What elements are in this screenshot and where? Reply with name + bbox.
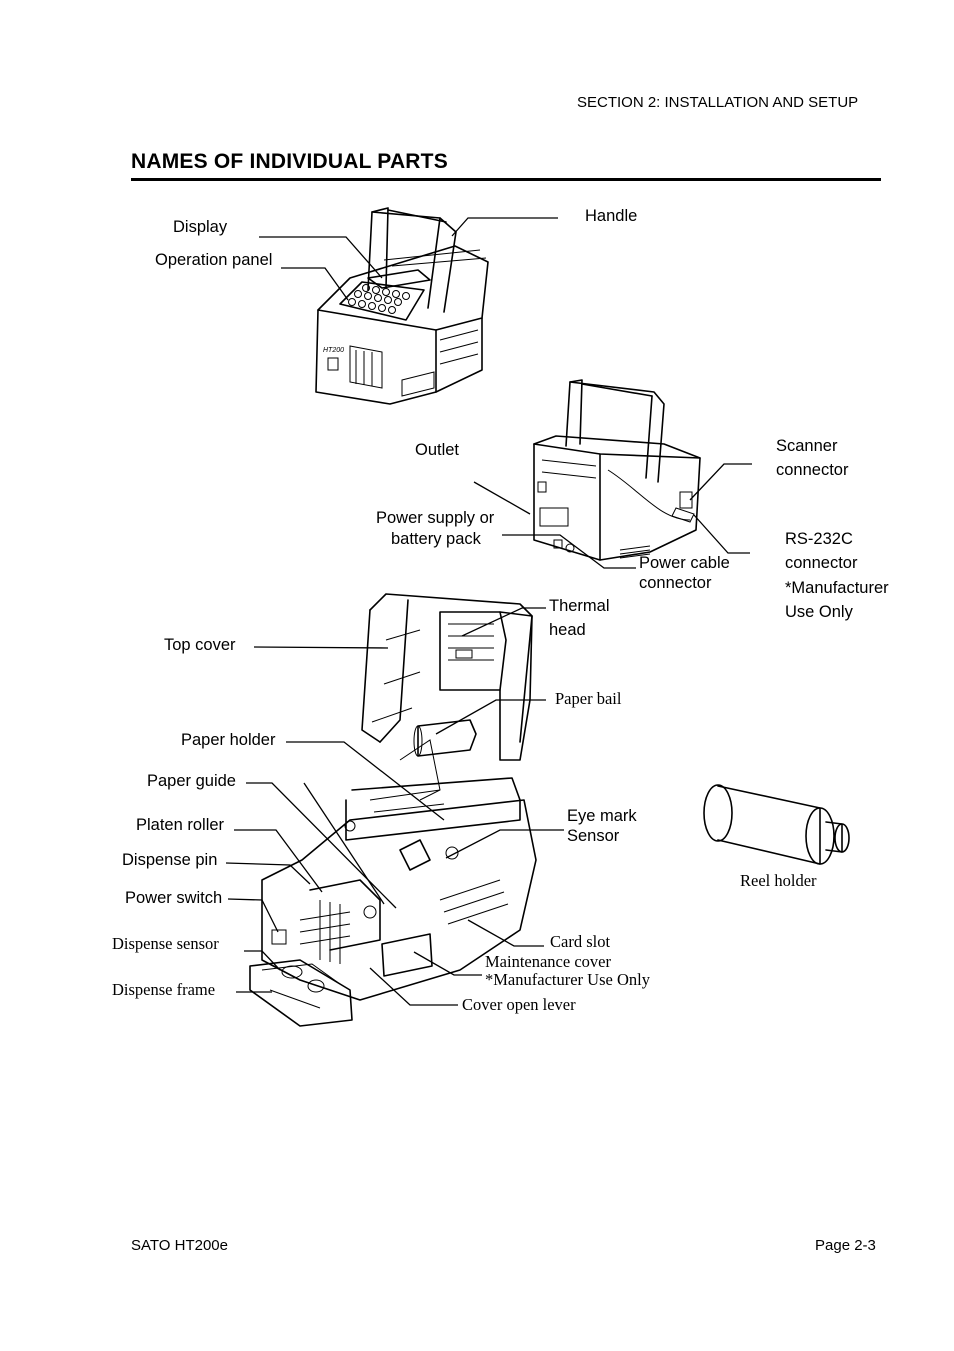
label-thermal-head-2: head xyxy=(549,621,586,639)
label-platen-roller: Platen roller xyxy=(136,816,225,834)
label-dispense-pin: Dispense pin xyxy=(122,851,218,869)
label-display: Display xyxy=(173,218,228,236)
label-operation-panel: Operation panel xyxy=(155,251,273,269)
label-maintenance-cover-1: Maintenance cover xyxy=(485,952,611,971)
label-rs232c-1: RS-232C xyxy=(785,530,853,548)
footer-page-number: Page 2-3 xyxy=(815,1237,876,1254)
label-dispense-sensor: Dispense sensor xyxy=(112,934,219,953)
page-title: NAMES OF INDIVIDUAL PARTS xyxy=(131,150,448,173)
label-reel-holder: Reel holder xyxy=(740,871,817,890)
label-maintenance-cover-2: *Manufacturer Use Only xyxy=(485,970,650,989)
label-power-supply-1: Power supply or xyxy=(376,509,495,527)
label-paper-bail: Paper bail xyxy=(555,689,622,708)
label-paper-guide: Paper guide xyxy=(147,772,236,790)
label-eye-mark-1: Eye mark xyxy=(567,807,637,825)
label-rs232c-4: Use Only xyxy=(785,603,853,621)
label-power-supply-2: battery pack xyxy=(391,530,481,548)
label-card-slot: Card slot xyxy=(550,932,611,951)
label-eye-mark-2: Sensor xyxy=(567,827,620,845)
printer-rear-view xyxy=(533,379,701,561)
label-top-cover: Top cover xyxy=(164,636,236,654)
label-handle: Handle xyxy=(585,207,638,225)
label-rs232c-2: connector xyxy=(785,554,858,572)
label-outlet: Outlet xyxy=(415,441,460,459)
label-thermal-head-1: Thermal xyxy=(549,597,610,615)
label-scanner-connector-2: connector xyxy=(776,461,849,479)
model-marking: HT200 xyxy=(323,347,344,354)
label-power-switch: Power switch xyxy=(125,889,223,907)
footer-doc-name: SATO HT200e xyxy=(131,1237,228,1254)
printer-front-view: HT200 xyxy=(315,207,489,405)
label-cover-open-lever: Cover open lever xyxy=(462,995,576,1014)
reel-holder-drawing xyxy=(703,784,850,865)
label-power-cable-2: connector xyxy=(639,574,712,592)
label-dispense-frame: Dispense frame xyxy=(112,980,216,999)
section-header: SECTION 2: INSTALLATION AND SETUP xyxy=(577,94,859,111)
label-rs232c-3: *Manufacturer xyxy=(785,579,889,597)
label-scanner-connector-1: Scanner xyxy=(776,437,838,455)
title-rule xyxy=(131,178,881,181)
label-power-cable-1: Power cable xyxy=(639,554,730,572)
printer-open-view xyxy=(249,593,537,1027)
label-paper-holder: Paper holder xyxy=(181,731,276,749)
